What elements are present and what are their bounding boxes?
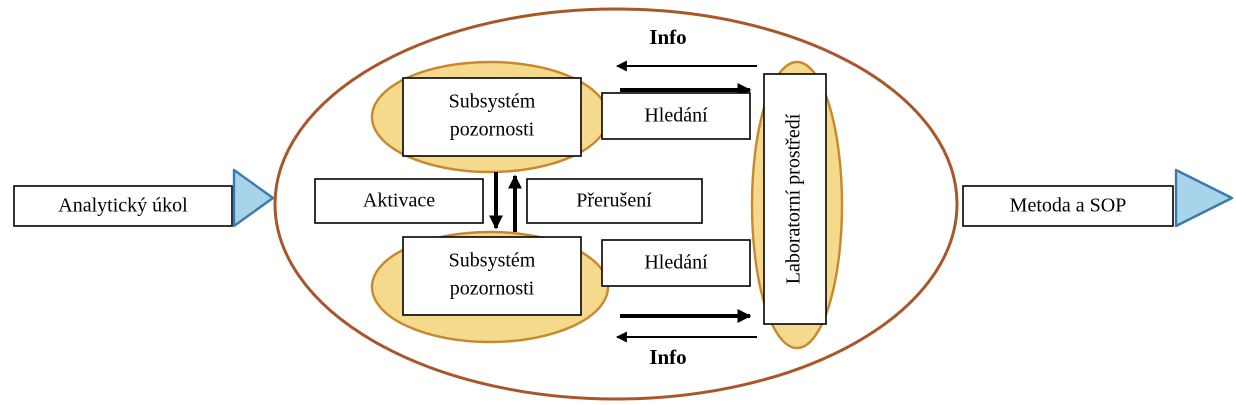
activation-label: Aktivace — [363, 190, 435, 212]
search-bottom-label: Hledání — [644, 252, 708, 274]
lab-environment-label: Laboratorní prostředí — [783, 113, 805, 284]
search-top-box — [601, 92, 751, 140]
interruption-label: Přerušení — [576, 190, 652, 212]
input-arrow-icon — [232, 168, 275, 228]
attention-subsystem-bottom-label-line2: pozornosti — [450, 278, 535, 300]
info-top-label: Info — [649, 25, 686, 49]
activation-box — [314, 178, 484, 224]
attention-subsystem-top-label-line2: pozornosti — [450, 119, 535, 141]
info-bottom-label: Info — [649, 345, 686, 369]
search-top-label: Hledání — [644, 105, 708, 127]
input-task-box — [13, 185, 233, 227]
search-bottom-box — [601, 239, 751, 287]
attention-subsystem-top-box — [402, 77, 582, 157]
output-arrow-icon — [1174, 168, 1234, 228]
output-method-box — [962, 185, 1174, 227]
attention-subsystem-bottom-box — [402, 236, 582, 316]
interruption-box — [526, 178, 703, 224]
output-method-label: Metoda a SOP — [1010, 195, 1127, 217]
input-task-label: Analytický úkol — [58, 195, 188, 217]
lab-environment-box — [763, 73, 827, 325]
attention-subsystem-bottom-label-line1: Subsystém — [449, 250, 536, 272]
attention-subsystem-top-label-line1: Subsystém — [449, 91, 536, 113]
